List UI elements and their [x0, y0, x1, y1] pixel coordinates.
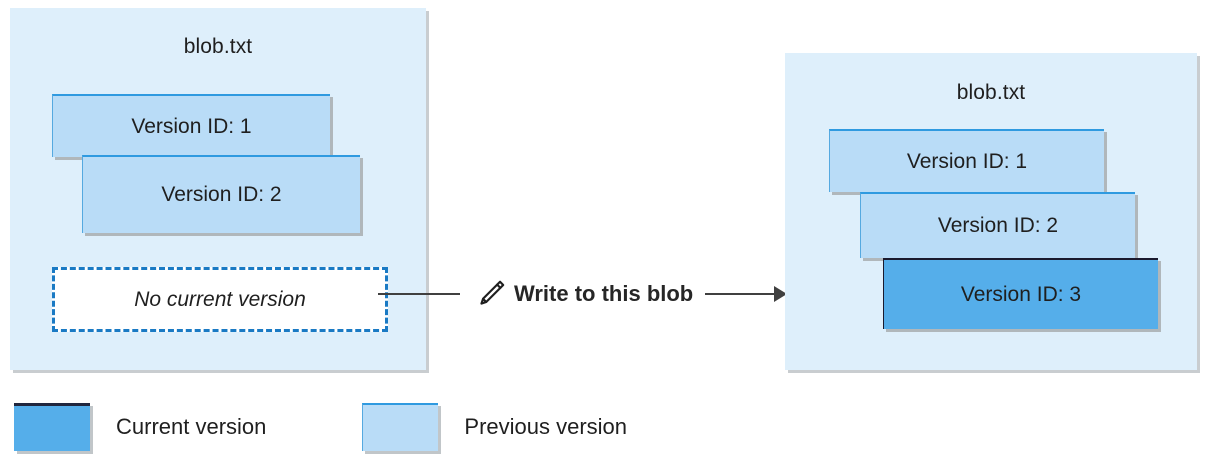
no-current-version-label: No current version — [134, 287, 306, 311]
legend-item-previous-version: Previous version — [362, 403, 627, 451]
blob-name-after: blob.txt — [956, 81, 1026, 104]
connector-line-right — [705, 293, 776, 295]
version-card-after-2: Version ID: 2 — [860, 192, 1135, 258]
connector-line-left — [378, 293, 460, 295]
version-card-label: Version ID: 3 — [960, 282, 1082, 306]
legend: Current version Previous version — [14, 403, 627, 451]
blob-name-before: blob.txt — [183, 35, 253, 58]
write-action-group: Write to this blob — [378, 273, 818, 315]
blob-panel-before: blob.txt Version ID: 1 Version ID: 2 No … — [10, 8, 426, 370]
blob-panel-after: blob.txt Version ID: 1 Version ID: 2 Ver… — [785, 53, 1197, 370]
version-card-label: Version ID: 2 — [161, 183, 282, 206]
version-card-after-1: Version ID: 1 — [829, 129, 1104, 192]
legend-swatch-previous-icon — [362, 403, 439, 451]
pencil-icon — [480, 280, 505, 305]
version-card-before-2: Version ID: 2 — [82, 155, 360, 233]
arrow-head-icon — [774, 286, 788, 302]
version-card-label: Version ID: 2 — [937, 214, 1059, 237]
version-card-label: Version ID: 1 — [131, 114, 252, 138]
legend-item-current-version: Current version — [14, 403, 266, 451]
version-card-after-3-current: Version ID: 3 — [883, 258, 1158, 329]
legend-swatch-current-icon — [14, 403, 90, 451]
legend-label-previous: Previous version — [464, 414, 628, 439]
write-arrow — [705, 286, 788, 302]
version-card-label: Version ID: 1 — [906, 149, 1028, 173]
no-current-version-box: No current version — [52, 267, 388, 332]
legend-label-current: Current version — [116, 414, 267, 439]
version-card-before-1: Version ID: 1 — [52, 94, 330, 157]
write-action-label: Write to this blob — [514, 281, 694, 306]
